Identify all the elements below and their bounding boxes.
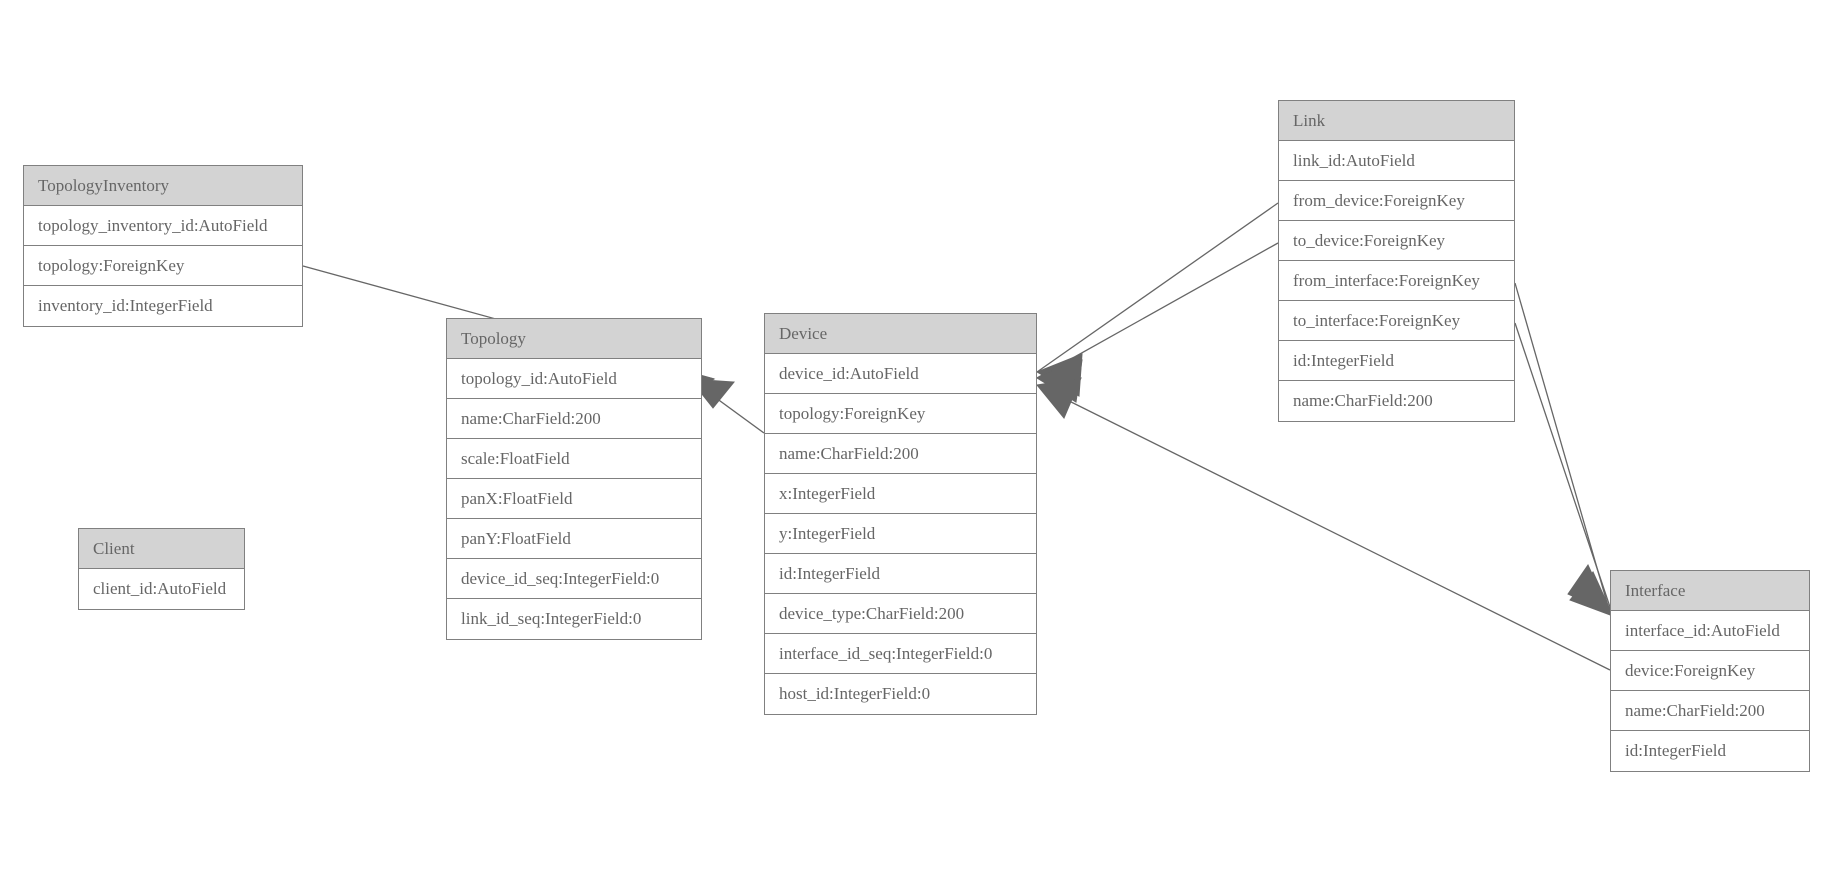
- entity-field: topology_inventory_id:AutoField: [24, 206, 302, 246]
- entity-field: link_id:AutoField: [1279, 141, 1514, 181]
- relationship-link-from_device-device: [1035, 202, 1279, 397]
- entity-field: panX:FloatField: [447, 479, 701, 519]
- entity-field: from_device:ForeignKey: [1279, 181, 1514, 221]
- arrowhead-icon: [1036, 377, 1082, 419]
- entity-field: name:CharField:200: [1293, 391, 1433, 410]
- relationship-line: [1036, 242, 1279, 379]
- entity-field: link_id_seq:IntegerField:0: [461, 609, 642, 628]
- relationship-line: [1514, 322, 1614, 617]
- relationship-line: [1514, 282, 1611, 614]
- relationship-line: [1036, 384, 1611, 671]
- entity-field: client_id:AutoField: [93, 579, 227, 598]
- entity-field: interface_id:AutoField: [1611, 611, 1809, 651]
- entity-field: topology:ForeignKey: [765, 394, 1036, 434]
- entity-field: x:IntegerField: [765, 474, 1036, 514]
- entity-field: to_device:ForeignKey: [1279, 221, 1514, 261]
- entity-title-topology_inventory: TopologyInventory: [24, 166, 302, 206]
- entity-field: id:IntegerField: [1625, 741, 1727, 760]
- entity-title-topology: Topology: [447, 319, 701, 359]
- arrowhead-icon: [1567, 563, 1612, 615]
- entity-field: topology_id:AutoField: [447, 359, 701, 399]
- entity-field: inventory_id:IntegerField: [38, 296, 213, 315]
- entity-field: y:IntegerField: [765, 514, 1036, 554]
- entity-field: name:CharField:200: [447, 399, 701, 439]
- entity-field: interface_id_seq:IntegerField:0: [765, 634, 1036, 674]
- entity-field-list-client: client_id:AutoField: [79, 569, 244, 609]
- entity-field: device_type:CharField:200: [765, 594, 1036, 634]
- entity-field: name:CharField:200: [765, 434, 1036, 474]
- entity-title-device: Device: [765, 314, 1036, 354]
- entity-title-interface: Interface: [1611, 571, 1809, 611]
- entity-field: from_interface:ForeignKey: [1279, 261, 1514, 301]
- entity-field: name:CharField:200: [1611, 691, 1809, 731]
- arrowhead-icon: [1035, 359, 1083, 403]
- entity-field: id:IntegerField: [1279, 341, 1514, 381]
- arrowhead-icon: [1569, 571, 1614, 617]
- entity-field: to_interface:ForeignKey: [1279, 301, 1514, 341]
- entity-field: topology:ForeignKey: [24, 246, 302, 286]
- arrowhead-icon: [1035, 353, 1083, 397]
- entity-field: device:ForeignKey: [1611, 651, 1809, 691]
- entity-field: scale:FloatField: [447, 439, 701, 479]
- entity-field: panY:FloatField: [447, 519, 701, 559]
- entity-title-link: Link: [1279, 101, 1514, 141]
- entity-box-client[interactable]: Client client_id:AutoField: [78, 528, 245, 610]
- entity-field: id:IntegerField: [765, 554, 1036, 594]
- entity-title-client: Client: [79, 529, 244, 569]
- entity-field: host_id:IntegerField:0: [779, 684, 931, 703]
- relationship-line: [1036, 202, 1279, 373]
- relationship-link-to_device-device: [1035, 242, 1279, 403]
- entity-field: device_id:AutoField: [765, 354, 1036, 394]
- relationship-link-from_interface-interface: [1514, 282, 1612, 615]
- entity-field: device_id_seq:IntegerField:0: [447, 559, 701, 599]
- relationship-link-to_interface-interface: [1514, 322, 1614, 617]
